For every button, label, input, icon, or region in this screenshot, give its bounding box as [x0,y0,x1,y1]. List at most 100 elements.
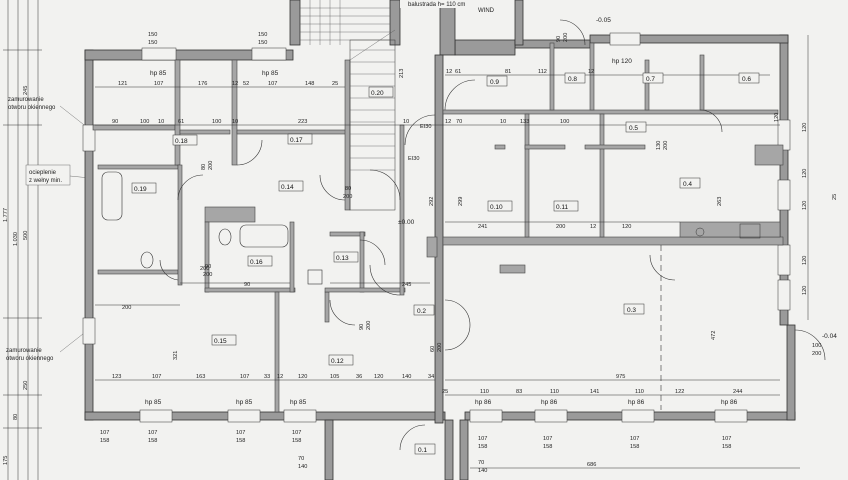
door-dimensions: 80 200 90 200 80 200 90 200 60 200 100 2… [201,33,821,357]
dim-left-250: 250 [23,381,29,390]
svg-text:158: 158 [543,444,552,450]
svg-text:158: 158 [630,444,639,450]
svg-text:120: 120 [802,256,808,265]
svg-text:158: 158 [292,438,301,444]
svg-text:0.3: 0.3 [627,307,636,314]
svg-text:0.16: 0.16 [250,259,263,266]
svg-text:otworu okiennego: otworu okiennego [8,105,56,111]
svg-text:245: 245 [402,282,411,288]
svg-text:200: 200 [203,272,212,278]
svg-text:107: 107 [240,374,249,380]
wind-label: WIND [478,8,495,14]
level-1: -0.05 [596,17,611,24]
svg-text:120: 120 [802,201,808,210]
svg-text:200: 200 [812,351,821,357]
svg-text:200: 200 [200,266,209,272]
dim-left-245: 245 [23,86,29,95]
room-label: 0.19 [131,182,157,194]
sill-heights: hp 85 hp 85 hp 120 hp 85 hp 85 hp 85 hp … [145,58,738,406]
svg-text:105: 105 [330,374,339,380]
svg-text:0.5: 0.5 [629,125,638,132]
svg-text:158: 158 [100,438,109,444]
svg-text:150: 150 [258,40,267,46]
svg-text:80: 80 [201,164,207,170]
room-label: 0.15 [211,334,237,346]
room-label: 0.14 [278,180,304,192]
svg-text:200: 200 [437,343,443,352]
svg-text:975: 975 [616,374,625,380]
svg-text:90: 90 [205,264,211,270]
svg-text:34: 34 [428,374,434,380]
svg-text:120: 120 [802,286,808,295]
svg-text:200: 200 [366,321,372,330]
svg-text:0.15: 0.15 [214,338,227,345]
svg-text:107: 107 [722,436,731,442]
doors [159,19,826,451]
svg-text:292: 292 [429,197,435,206]
fire-rating-2: EI30 [408,156,420,162]
svg-text:ocieplenie: ocieplenie [29,170,57,176]
fixtures [101,171,761,285]
dims-misc: 975 686 472 321 241 200 12 120 200 200 9… [122,69,723,468]
svg-text:148: 148 [305,81,314,87]
svg-text:0.8: 0.8 [568,76,577,83]
svg-text:12: 12 [277,374,283,380]
dim-left-500: 500 [23,231,29,240]
svg-text:61: 61 [178,119,184,125]
window-dimensions: 150 150 150 150 107 158 107 158 107 158 … [100,32,731,474]
dim-left-total: 1.777 [3,208,9,222]
staircase [300,0,396,211]
svg-text:0.7: 0.7 [646,76,655,83]
room-label: 0.10 [487,200,513,212]
fire-ratings: EI30 EI30 [408,124,432,162]
svg-text:0.18: 0.18 [175,138,188,145]
room-label: 0.9 [486,75,508,87]
svg-text:0.4: 0.4 [683,181,692,188]
svg-text:107: 107 [152,374,161,380]
svg-text:472: 472 [711,331,717,340]
svg-text:140: 140 [402,374,411,380]
room-label: 0.11 [553,200,579,212]
svg-text:120: 120 [374,374,383,380]
room-label: 0.13 [333,251,359,263]
room-label: 0.3 [623,303,645,315]
svg-text:686: 686 [587,462,596,468]
room-label: 0.12 [328,354,354,366]
svg-text:321: 321 [173,351,179,360]
svg-text:121: 121 [118,81,127,87]
svg-text:0.17: 0.17 [290,137,303,144]
svg-text:zamurowanie: zamurowanie [8,97,44,103]
svg-text:241: 241 [478,224,487,230]
svg-text:110: 110 [635,389,644,395]
level-3: -0.04 [822,333,837,340]
svg-text:150: 150 [148,40,157,46]
svg-text:33: 33 [264,374,270,380]
svg-text:200: 200 [122,305,131,311]
room-label: 0.2 [413,304,435,316]
svg-text:hp 86: hp 86 [721,399,738,406]
svg-text:120: 120 [774,113,780,122]
svg-text:hp 85: hp 85 [290,399,307,406]
svg-text:balustrada h= 110 cm: balustrada h= 110 cm [408,2,465,8]
svg-text:213: 213 [399,69,405,78]
svg-text:10: 10 [158,119,164,125]
svg-text:0.11: 0.11 [556,204,569,211]
svg-text:163: 163 [196,374,205,380]
svg-text:0.1: 0.1 [418,447,427,454]
svg-text:hp 85: hp 85 [150,70,167,77]
svg-text:hp 86: hp 86 [628,399,645,406]
svg-text:107: 107 [100,430,109,436]
svg-text:90: 90 [359,324,365,330]
svg-text:100: 100 [140,119,149,125]
svg-text:hp 86: hp 86 [475,399,492,406]
window-openings [82,32,791,423]
svg-text:244: 244 [733,389,742,395]
dims-top-row: 121 107 176 12 52 107 148 25 12 61 81 11… [118,69,594,87]
svg-text:158: 158 [722,444,731,450]
svg-text:223: 223 [298,119,307,125]
svg-text:0.19: 0.19 [134,186,147,193]
svg-text:107: 107 [236,430,245,436]
dims-second-row: 90 100 10 61 100 10 223 10 12 70 10 133 … [112,119,569,125]
svg-text:12: 12 [588,69,594,75]
svg-text:0.6: 0.6 [742,76,751,83]
